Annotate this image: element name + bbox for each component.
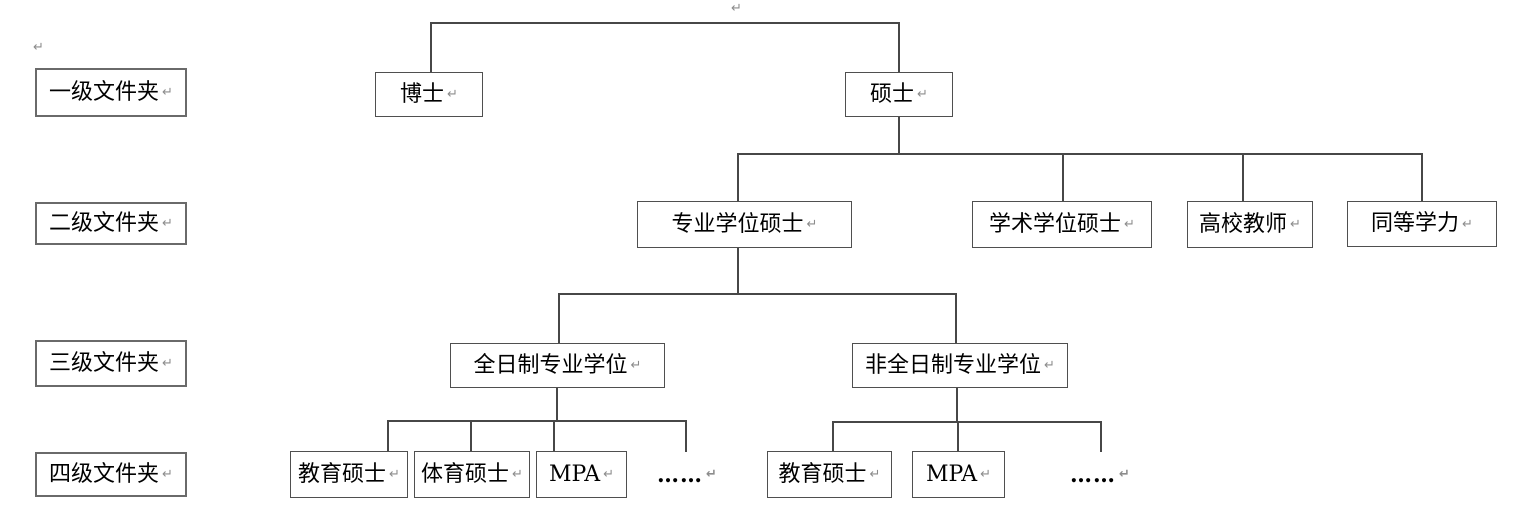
paragraph-mark-icon: ↵ xyxy=(1462,216,1473,232)
paragraph-mark-icon: ↵ xyxy=(1124,217,1135,232)
row-label-level-2: 二级文件夹↵ xyxy=(35,202,187,245)
node-university-teacher: 高校教师↵ xyxy=(1187,201,1313,248)
connector-line-drop-master xyxy=(898,22,900,72)
connector-line-drop-pt-education xyxy=(832,421,834,451)
node-ft-education-master: 教育硕士↵ xyxy=(290,451,408,498)
row-label-level-3: 三级文件夹↵ xyxy=(35,340,187,387)
node-label: 硕士 xyxy=(870,81,915,107)
row-label-text: 一级文件夹 xyxy=(49,79,160,105)
paragraph-mark-icon: ↵ xyxy=(389,467,400,482)
node-label: 高校教师 xyxy=(1199,211,1288,237)
node-equivalent-ability: 同等学力↵ xyxy=(1347,201,1497,247)
node-label: 非全日制专业学位 xyxy=(865,352,1042,378)
paragraph-mark-icon: ↵ xyxy=(1044,358,1055,373)
node-label: 专业学位硕士 xyxy=(671,211,804,237)
paragraph-mark-icon: ↵ xyxy=(980,467,992,482)
connector-line-level4-fulltime-horizontal xyxy=(387,420,686,422)
node-ft-mpa: MPA↵ xyxy=(536,451,627,498)
paragraph-mark-icon: ↵ xyxy=(630,358,642,373)
connector-line-level2-horizontal xyxy=(737,153,1423,155)
connector-line-drop-ft-sports xyxy=(470,420,472,451)
paragraph-mark-icon: ↵ xyxy=(162,356,173,371)
ellipsis-text: …… xyxy=(657,461,704,488)
row-label-level-1: 一级文件夹↵ xyxy=(35,68,187,117)
connector-line-level3-horizontal xyxy=(558,293,956,295)
connector-line-stem-fulltime xyxy=(556,388,558,420)
paragraph-mark-icon: ↵ xyxy=(706,467,718,482)
paragraph-mark-icon: ↵ xyxy=(917,87,928,102)
node-label: 学术学位硕士 xyxy=(989,211,1122,237)
connector-line-drop-university-teacher xyxy=(1242,153,1244,201)
paragraph-mark-icon: ↵ xyxy=(869,467,881,482)
paragraph-mark-icon: ↵ xyxy=(33,40,44,55)
node-pt-education-master: 教育硕士↵ xyxy=(767,451,892,498)
connector-line-drop-professional-master xyxy=(737,153,739,201)
node-academic-master: 学术学位硕士↵ xyxy=(972,201,1152,248)
node-label: 同等学力 xyxy=(1371,211,1460,236)
connector-line-drop-equivalent-ability xyxy=(1421,153,1423,201)
node-label: 全日制专业学位 xyxy=(473,352,628,378)
paragraph-mark-icon: ↵ xyxy=(162,467,173,482)
paragraph-mark-icon: ↵ xyxy=(162,85,173,100)
node-label: 教育硕士 xyxy=(778,461,867,487)
node-label: MPA xyxy=(548,461,601,487)
node-master: 硕士↵ xyxy=(845,72,953,117)
connector-line-stub-ft-more xyxy=(685,420,687,452)
connector-line-level4-parttime-horizontal xyxy=(832,421,1101,423)
ellipsis-text: …… xyxy=(1070,461,1117,488)
node-pt-mpa: MPA↵ xyxy=(912,451,1005,498)
connector-line-stem-parttime xyxy=(956,388,958,421)
connector-line-stem-master xyxy=(898,117,900,154)
connector-line-stub-pt-more xyxy=(1100,421,1102,452)
connector-line-top-horizontal xyxy=(430,22,899,24)
node-ft-sports-master: 体育硕士↵ xyxy=(414,451,530,498)
node-fulltime-professional: 全日制专业学位↵ xyxy=(450,343,665,388)
node-label: MPA xyxy=(925,461,978,487)
connector-line-drop-pt-mpa xyxy=(957,421,959,451)
paragraph-mark-icon: ↵ xyxy=(512,467,523,482)
paragraph-mark-icon: ↵ xyxy=(447,87,458,102)
connector-line-drop-academic-master xyxy=(1062,153,1064,201)
row-label-text: 二级文件夹 xyxy=(49,210,160,236)
node-label: 教育硕士 xyxy=(298,461,387,487)
row-label-text: 三级文件夹 xyxy=(49,350,160,376)
node-professional-master: 专业学位硕士↵ xyxy=(637,201,852,248)
connector-line-drop-ft-mpa xyxy=(553,420,555,451)
connector-line-drop-fulltime xyxy=(558,293,560,343)
node-doctor: 博士↵ xyxy=(375,72,483,117)
node-pt-more-ellipsis: ……↵ xyxy=(1058,451,1143,498)
row-label-level-4: 四级文件夹↵ xyxy=(35,452,187,497)
paragraph-mark-icon: ↵ xyxy=(731,1,742,16)
node-label: 体育硕士 xyxy=(421,461,510,487)
paragraph-mark-icon: ↵ xyxy=(162,216,173,231)
connector-line-drop-doctor xyxy=(430,22,432,72)
paragraph-mark-icon: ↵ xyxy=(603,467,615,482)
paragraph-mark-icon: ↵ xyxy=(806,217,818,232)
row-label-text: 四级文件夹 xyxy=(49,461,160,487)
connector-line-drop-ft-education xyxy=(387,420,389,451)
node-label: 博士 xyxy=(400,81,445,107)
node-parttime-professional: 非全日制专业学位↵ xyxy=(852,343,1068,388)
connector-line-drop-parttime xyxy=(955,293,957,343)
connector-line-stem-professional-master xyxy=(737,248,739,293)
node-ft-more-ellipsis: ……↵ xyxy=(650,451,725,498)
paragraph-mark-icon: ↵ xyxy=(1119,467,1131,482)
paragraph-mark-icon: ↵ xyxy=(1290,217,1301,232)
